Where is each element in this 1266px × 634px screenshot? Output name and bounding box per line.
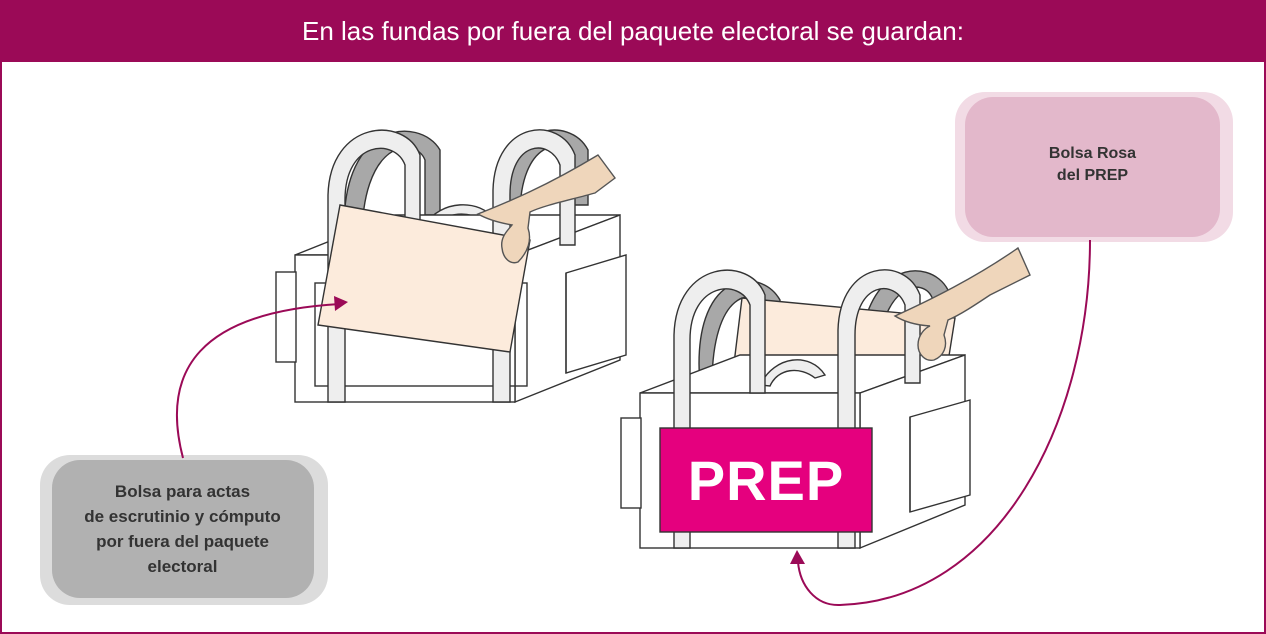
left-electoral-package xyxy=(275,129,627,404)
callout-actas-line-2: de escrutinio y cómputo xyxy=(84,507,281,526)
prep-label: PREP xyxy=(687,448,845,512)
pink-callout-bubble xyxy=(955,92,1233,242)
callout-actas-line-1: Bolsa para actas xyxy=(114,482,251,501)
callout-actas-line-3: por fuera del paquete xyxy=(96,532,269,551)
callout-rosa-line-2: del PREP xyxy=(1056,167,1129,184)
gray-callout-bubble xyxy=(40,455,328,605)
arrowhead-prep xyxy=(790,550,805,564)
arrowhead-left xyxy=(334,296,348,311)
callout-actas-line-4: electoral xyxy=(147,557,218,576)
right-prep-package xyxy=(620,246,1031,550)
connector-arrows xyxy=(175,239,1091,607)
page-title: En las fundas por fuera del paquete elec… xyxy=(0,0,1266,62)
callout-bolsa-rosa: Bolsa Rosa del PREP xyxy=(965,95,1220,235)
callout-bolsa-actas: Bolsa para actas de escrutinio y cómputo… xyxy=(50,460,315,598)
arrow-to-left-envelope xyxy=(175,303,341,459)
illustration xyxy=(40,92,1233,607)
arrow-to-prep-label xyxy=(797,239,1091,607)
arrowheads xyxy=(334,296,805,564)
callout-rosa-line-1: Bolsa Rosa xyxy=(1048,145,1137,162)
